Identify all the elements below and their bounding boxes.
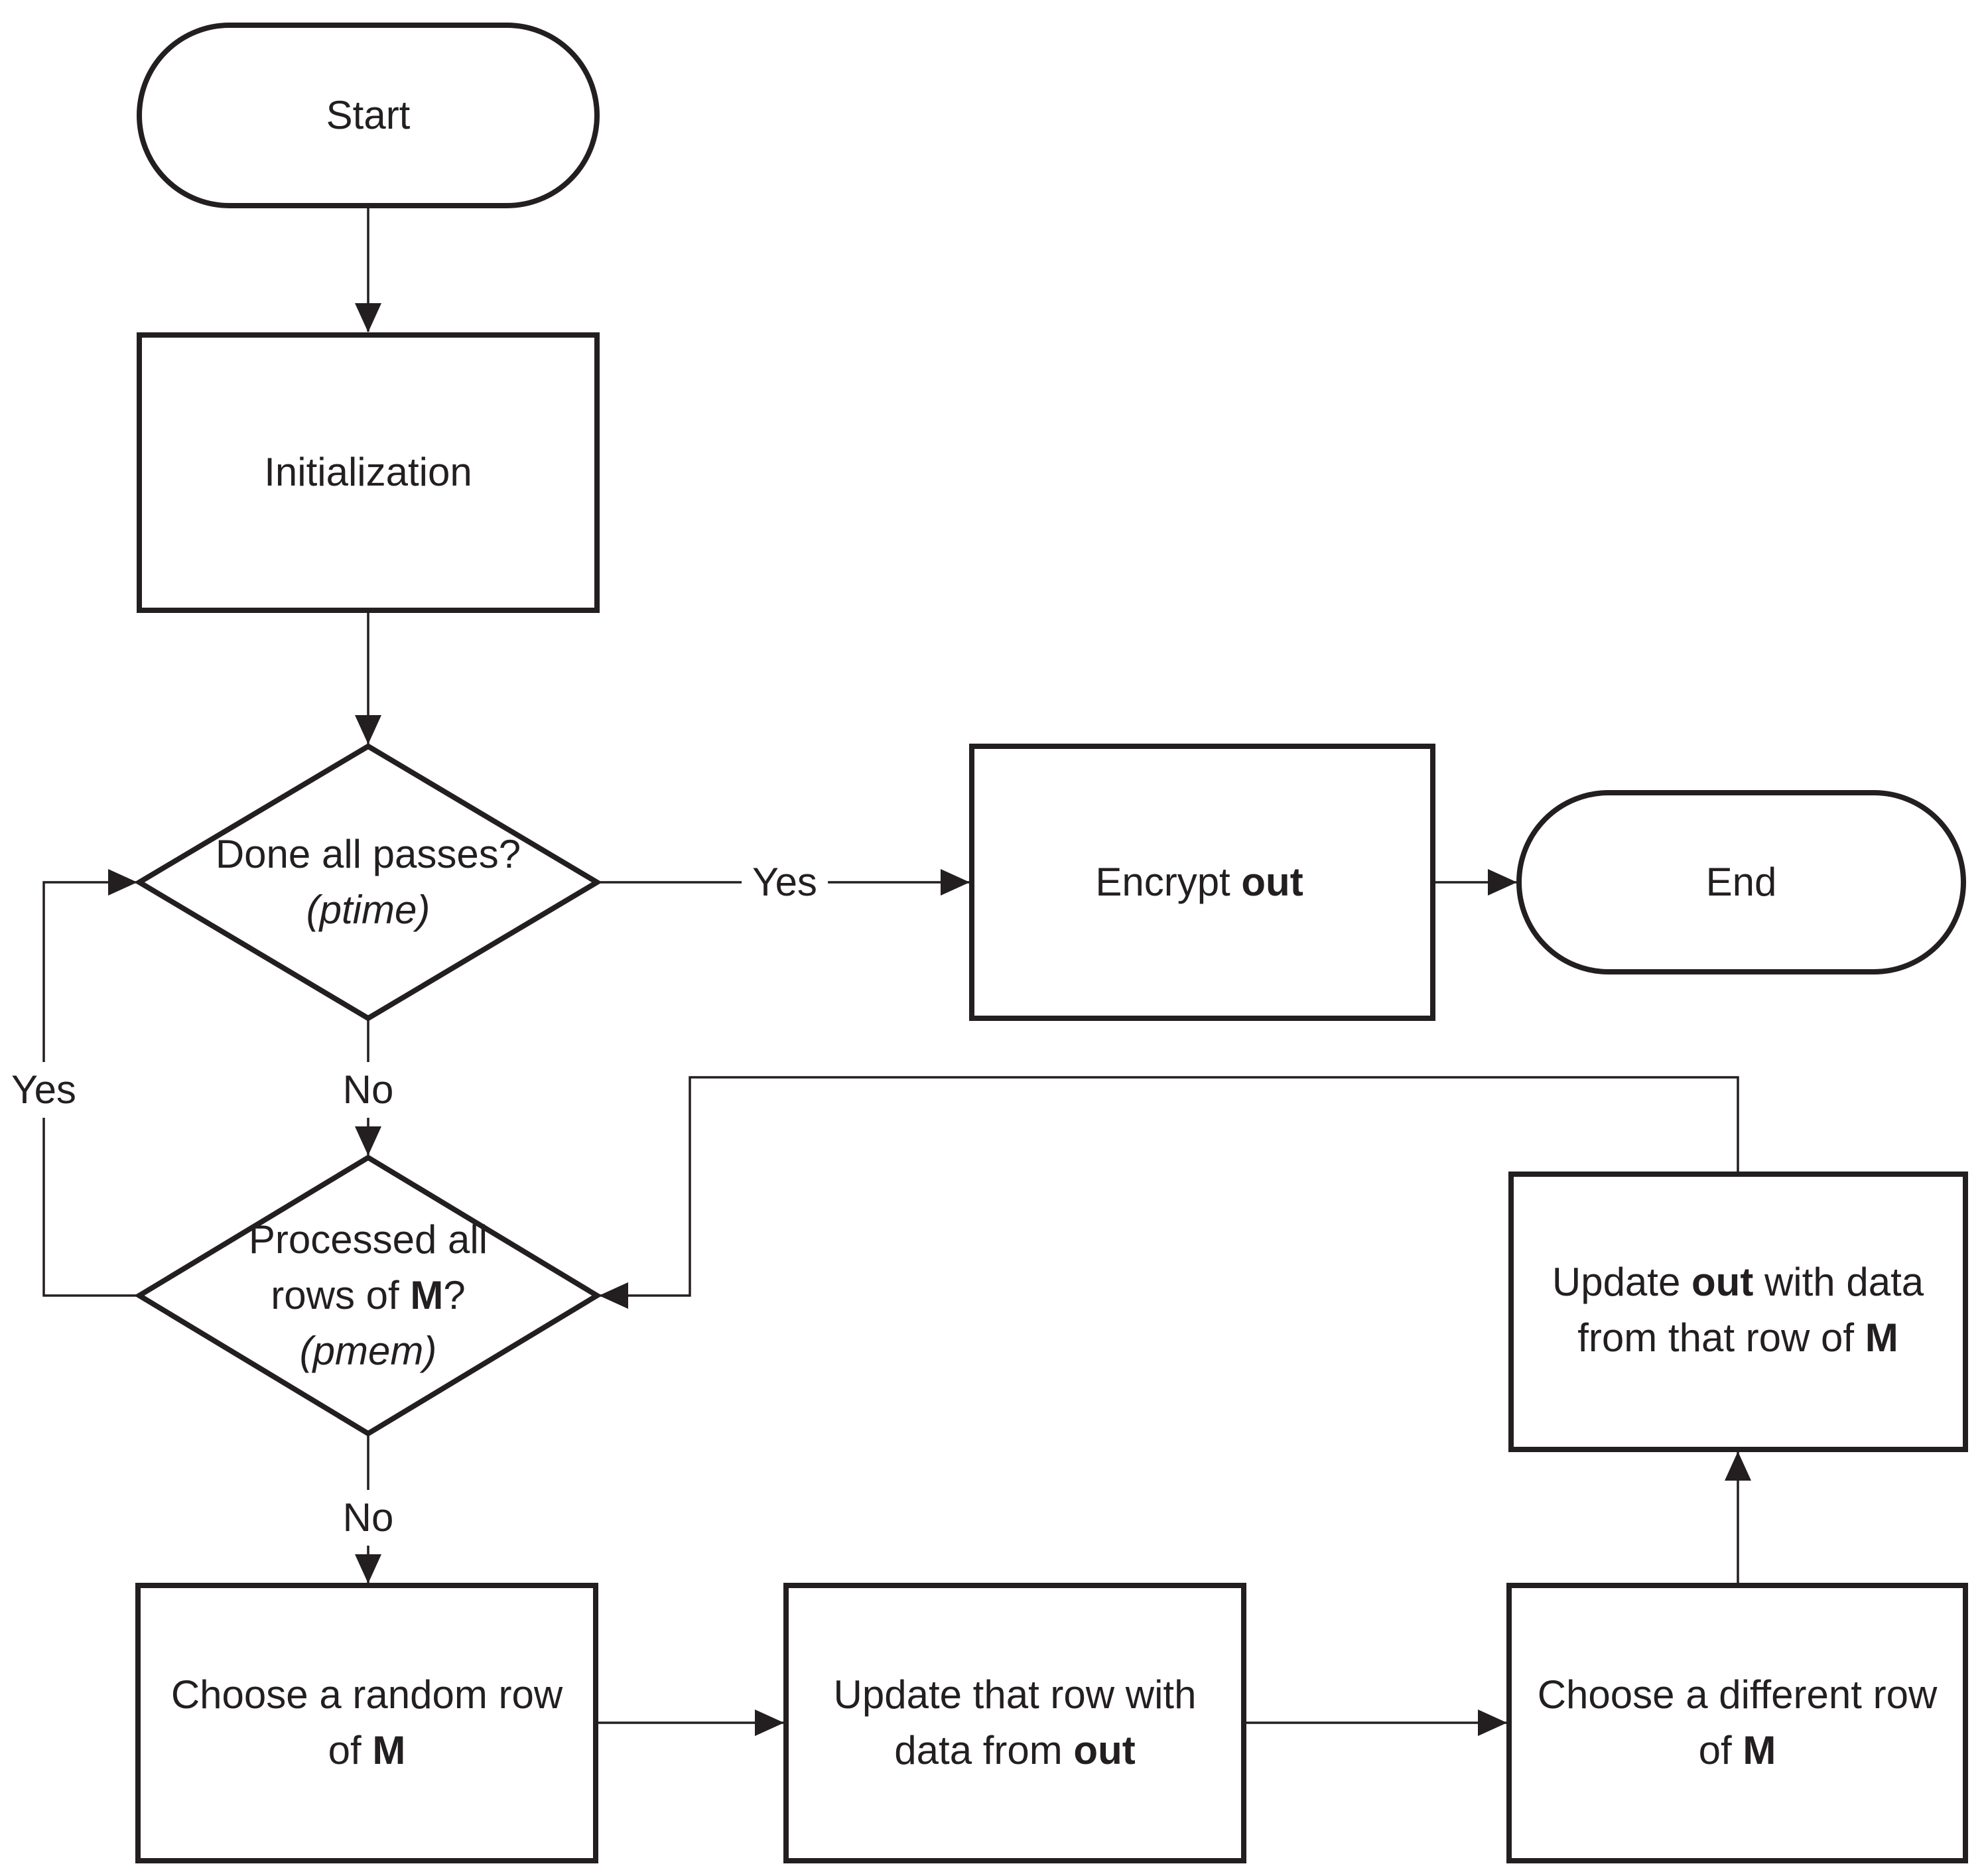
node-choose-random <box>135 1583 598 1863</box>
edge-label-yes-rows: Yes <box>1 1062 87 1118</box>
node-initialization-label: Initialization <box>264 450 472 494</box>
edge-label-yes-passes: Yes <box>742 854 828 910</box>
node-update-row-label: Update that row with data from out <box>833 1672 1197 1773</box>
node-initialization <box>137 332 600 613</box>
node-encrypt-label: Encrypt out <box>1095 860 1303 904</box>
node-end <box>1516 790 1966 974</box>
node-choose-different <box>1506 1583 1968 1863</box>
node-update-out <box>1508 1172 1968 1452</box>
node-start <box>137 23 600 208</box>
node-decision-passes <box>134 743 602 1022</box>
connector-update-out-to-decision-rows <box>599 1076 1739 1309</box>
node-decision-rows <box>134 1154 602 1437</box>
node-start-label: Start <box>326 93 411 137</box>
edge-label-no-rows: No <box>332 1490 405 1546</box>
node-choose-different-label: Choose a different row of M <box>1537 1672 1938 1773</box>
edge-label-no-passes: No <box>332 1062 405 1118</box>
node-decision-passes-label: Done all passes? (ptime) <box>215 832 521 932</box>
node-decision-rows-label: Processed all rows of M? (pmem) <box>248 1217 488 1373</box>
node-update-row <box>783 1583 1246 1863</box>
node-choose-random-label: Choose a random row of M <box>170 1672 563 1773</box>
node-update-out-label: Update out with data from that row of M <box>1552 1260 1924 1360</box>
node-encrypt <box>969 744 1435 1021</box>
node-end-label: End <box>1705 860 1777 904</box>
